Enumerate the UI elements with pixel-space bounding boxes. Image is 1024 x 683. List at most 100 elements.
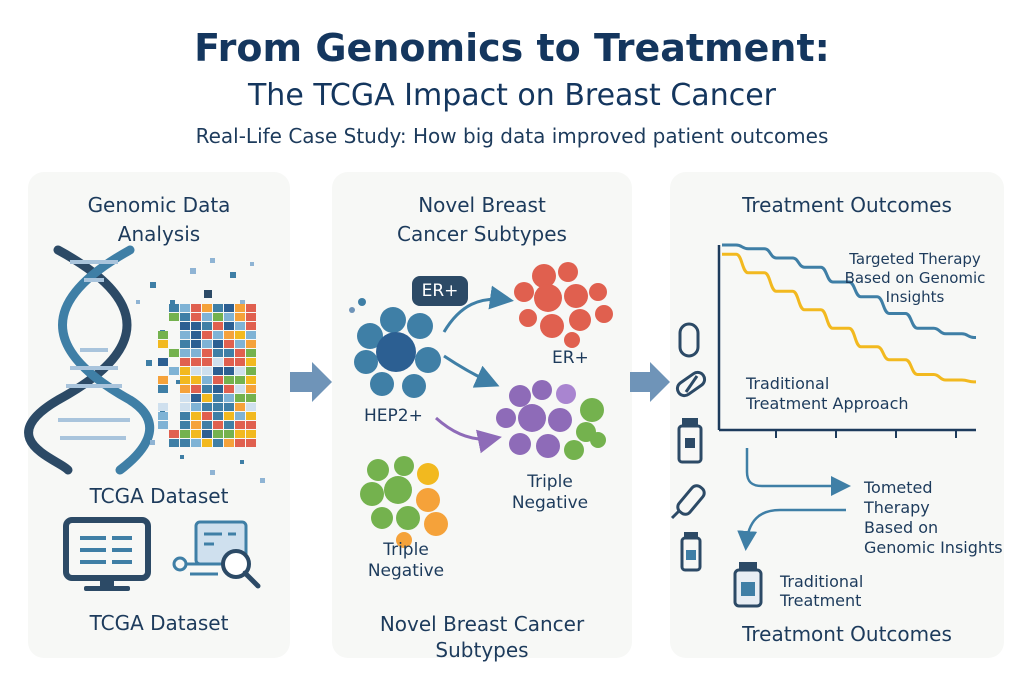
data-search-icon — [172, 520, 261, 589]
heatmap-cell — [180, 349, 190, 357]
pill-icon — [675, 370, 707, 398]
heatmap-cell — [246, 331, 256, 339]
heatmap-cell — [246, 367, 256, 375]
heatmap-cell — [158, 358, 168, 366]
heatmap-cell — [213, 313, 223, 321]
heatmap-cell — [180, 358, 190, 366]
targeted-therapy-line — [722, 243, 976, 339]
heatmap-cell — [202, 376, 212, 384]
heatmap-cell — [180, 412, 190, 420]
heatmap-cell — [213, 376, 223, 384]
triple-negative-right-label: Triple Negative — [511, 472, 589, 513]
heatmap-cell — [158, 331, 168, 339]
heatmap-cell — [180, 331, 190, 339]
heatmap-cell — [235, 403, 245, 411]
heatmap-cell — [180, 385, 190, 393]
triple-negative-cluster-right — [496, 380, 606, 460]
heatmap-cell — [246, 385, 256, 393]
heatmap-cell — [246, 403, 256, 411]
heatmap-cell — [246, 421, 256, 429]
heatmap-cell — [191, 322, 201, 330]
hep2-label: HEP2+ — [364, 406, 423, 426]
heatmap-cell — [224, 340, 234, 348]
heatmap-cell — [191, 349, 201, 357]
dna-helix-icon — [24, 245, 155, 475]
heatmap-cell — [202, 412, 212, 420]
tometed-therapy-label: Tometed Therapy Based on Genomic Insight… — [864, 478, 1003, 557]
medicine-bottle-icon — [733, 562, 763, 608]
heatmap-cell — [169, 349, 179, 357]
heatmap-cell — [235, 430, 245, 438]
heatmap-cell — [224, 394, 234, 402]
heatmap-cell — [202, 385, 212, 393]
vial-icon — [680, 532, 702, 572]
heatmap-cell — [246, 412, 256, 420]
monitor-icon — [63, 517, 151, 591]
er-label: ER+ — [552, 348, 589, 368]
heatmap-cell — [235, 331, 245, 339]
tcga-dataset-label: TCGA Dataset — [89, 484, 229, 508]
heatmap-cell — [213, 304, 223, 312]
heatmap-cell — [180, 439, 190, 447]
arrow-to-triple — [443, 354, 500, 388]
heatmap-cell — [158, 340, 168, 348]
outcomes-title: Treatment Outcomes — [742, 193, 952, 217]
heatmap-cell — [202, 358, 212, 366]
medicine-bottle-icon — [677, 418, 703, 464]
heatmap-cell — [224, 358, 234, 366]
heatmap-cell — [224, 412, 234, 420]
heatmap-cell — [235, 304, 245, 312]
heatmap-cell — [246, 313, 256, 321]
traditional-approach-label: Traditional Treatment Approach — [746, 374, 909, 413]
heatmap-cell — [202, 367, 212, 375]
heatmap-cell — [246, 349, 256, 357]
heatmap-cell — [202, 331, 212, 339]
outcomes-footer: Treatmont Outcomes — [742, 622, 952, 646]
capsule-icon — [678, 322, 700, 358]
injector-icon — [670, 484, 706, 520]
heatmap-cell — [224, 322, 234, 330]
arrow-right-icon — [630, 362, 670, 402]
arrow-right-icon — [290, 362, 332, 402]
heatmap-cell — [191, 394, 201, 402]
er-badge: ER+ — [412, 276, 468, 306]
heatmap-cell — [235, 358, 245, 366]
heatmap-cell — [224, 403, 234, 411]
heatmap-cell — [224, 313, 234, 321]
heatmap-cell — [235, 349, 245, 357]
heatmap-cell — [213, 331, 223, 339]
heatmap-cell — [246, 304, 256, 312]
heatmap-cell — [224, 331, 234, 339]
subtypes-footer: Novel Breast Cancer Subtypes — [379, 612, 585, 662]
heatmap-cell — [180, 340, 190, 348]
heatmap-cell — [213, 439, 223, 447]
heatmap-cell — [158, 421, 168, 429]
heatmap-cell — [213, 421, 223, 429]
heatmap-cell — [202, 322, 212, 330]
arrow-to-traditional — [737, 508, 846, 551]
heatmap-cell — [191, 367, 201, 375]
heatmap-cell — [224, 304, 234, 312]
subtypes-title: Novel Breast Cancer Subtypes — [397, 193, 567, 246]
heatmap-cell — [158, 403, 168, 411]
heatmap-cell — [191, 331, 201, 339]
heatmap-cell — [202, 340, 212, 348]
heatmap-cell — [191, 421, 201, 429]
heatmap-cell — [246, 358, 256, 366]
heatmap-cell — [213, 358, 223, 366]
heatmap-cell — [191, 340, 201, 348]
hep2-cluster — [349, 298, 441, 398]
heatmap-cell — [180, 421, 190, 429]
heatmap-cell — [213, 322, 223, 330]
heatmap-cell — [180, 430, 190, 438]
heatmap-cell — [169, 439, 179, 447]
heatmap-cell — [180, 376, 190, 384]
heatmap-cell — [180, 403, 190, 411]
page-tagline: Real-Life Case Study: How big data impro… — [195, 124, 829, 148]
heatmap-cell — [191, 403, 201, 411]
heatmap-cell — [213, 403, 223, 411]
heatmap-cell — [202, 304, 212, 312]
heatmap-cell — [180, 394, 190, 402]
heatmap-cell — [202, 349, 212, 357]
